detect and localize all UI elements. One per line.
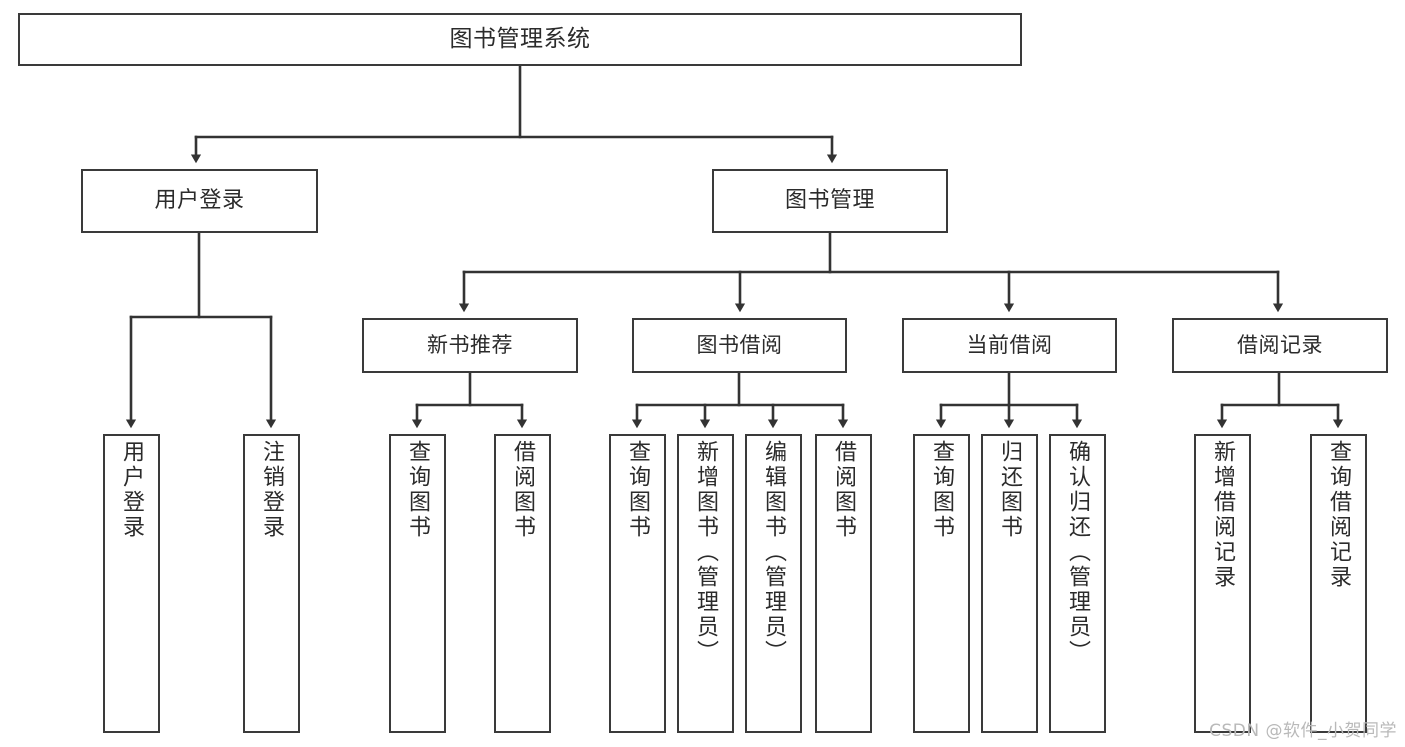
node-leaf-query-record-label: 查询借阅记录 [1326, 440, 1352, 590]
node-current-borrow-label: 当前借阅 [966, 333, 1053, 358]
node-new-book-recommend-label: 新书推荐 [427, 333, 513, 358]
node-root[interactable]: 图书管理系统 [18, 13, 1022, 66]
node-new-book-recommend[interactable]: 新书推荐 [362, 318, 578, 373]
node-borrow-record-label: 借阅记录 [1237, 333, 1323, 358]
node-leaf-edit-book[interactable]: 编辑图书（管理员） [745, 434, 802, 733]
node-leaf-borrow-book-2[interactable]: 借阅图书 [815, 434, 872, 733]
node-leaf-query-book-2[interactable]: 查询图书 [609, 434, 666, 733]
node-leaf-add-book-label: 新增图书（管理员） [693, 440, 719, 665]
node-leaf-borrow-book-2-label: 借阅图书 [831, 440, 857, 540]
node-leaf-query-book-3-label: 查询图书 [929, 440, 955, 540]
node-borrow-record[interactable]: 借阅记录 [1172, 318, 1388, 373]
watermark-text: CSDN @软件_小贺同学 [1209, 721, 1397, 741]
node-leaf-user-login[interactable]: 用户登录 [103, 434, 160, 733]
node-leaf-user-login-label: 用户登录 [119, 440, 145, 540]
node-book-borrow[interactable]: 图书借阅 [632, 318, 847, 373]
node-current-borrow[interactable]: 当前借阅 [902, 318, 1117, 373]
node-leaf-confirm-return-label: 确认归还（管理员） [1065, 440, 1091, 665]
node-leaf-add-book[interactable]: 新增图书（管理员） [677, 434, 734, 733]
node-leaf-return-book[interactable]: 归还图书 [981, 434, 1038, 733]
node-leaf-query-book-1-label: 查询图书 [405, 440, 431, 540]
node-leaf-return-book-label: 归还图书 [997, 440, 1023, 540]
node-user-login-label: 用户登录 [154, 188, 245, 214]
node-leaf-add-record[interactable]: 新增借阅记录 [1194, 434, 1251, 733]
node-book-borrow-label: 图书借阅 [696, 333, 783, 358]
node-book-manage-label: 图书管理 [784, 188, 875, 214]
node-root-label: 图书管理系统 [449, 25, 591, 52]
node-leaf-query-record[interactable]: 查询借阅记录 [1310, 434, 1367, 733]
node-leaf-logout-label: 注销登录 [259, 440, 285, 540]
node-leaf-borrow-book-1[interactable]: 借阅图书 [494, 434, 551, 733]
node-leaf-query-book-2-label: 查询图书 [625, 440, 651, 540]
node-leaf-edit-book-label: 编辑图书（管理员） [761, 440, 787, 665]
node-leaf-add-record-label: 新增借阅记录 [1210, 440, 1236, 590]
node-leaf-borrow-book-1-label: 借阅图书 [510, 440, 536, 540]
node-book-manage[interactable]: 图书管理 [712, 169, 948, 233]
node-leaf-confirm-return[interactable]: 确认归还（管理员） [1049, 434, 1106, 733]
node-leaf-query-book-1[interactable]: 查询图书 [389, 434, 446, 733]
node-leaf-query-book-3[interactable]: 查询图书 [913, 434, 970, 733]
node-user-login[interactable]: 用户登录 [81, 169, 318, 233]
node-leaf-logout[interactable]: 注销登录 [243, 434, 300, 733]
